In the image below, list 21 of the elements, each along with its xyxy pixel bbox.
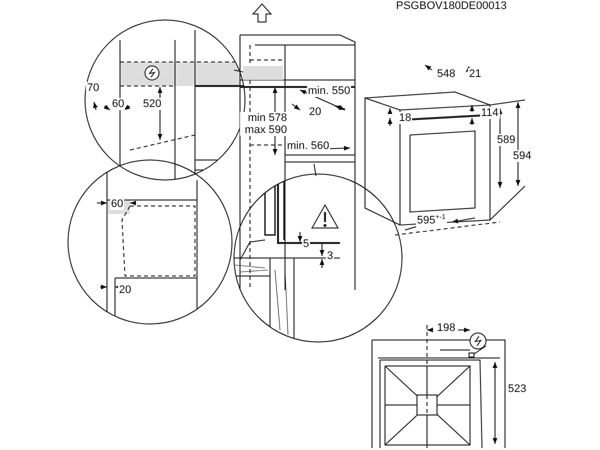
dimension-value: 3 — [326, 250, 334, 262]
dimension-value: min. 550 — [307, 85, 352, 97]
dimension-value: min. 560 — [286, 140, 330, 152]
dimension-value: 70 — [86, 82, 100, 94]
dimension-value: 523 — [507, 383, 528, 395]
dimension-value: 21 — [468, 68, 482, 80]
dimension-value: 20 — [308, 106, 322, 118]
dimension-value: 60 — [111, 98, 126, 110]
dimension-value: 520 — [142, 98, 162, 110]
dimension-value: 20 — [118, 284, 132, 296]
dimension-value: 594 — [512, 150, 532, 162]
dimension-value: 548 — [436, 68, 456, 80]
dimension-value: 595$^{+-1}$ — [416, 212, 447, 227]
dimension-value: 60 — [110, 198, 124, 210]
dimension-value: min 578 max 590 — [240, 112, 288, 136]
dimension-value: 5 — [302, 238, 310, 250]
dimension-value: 114 — [480, 107, 500, 119]
dimension-value: 18 — [398, 112, 412, 124]
drawing-code: PSGBOV180DE00013 — [395, 0, 508, 12]
dimension-value: 589 — [496, 134, 516, 146]
dimension-value: 198 — [436, 322, 456, 334]
